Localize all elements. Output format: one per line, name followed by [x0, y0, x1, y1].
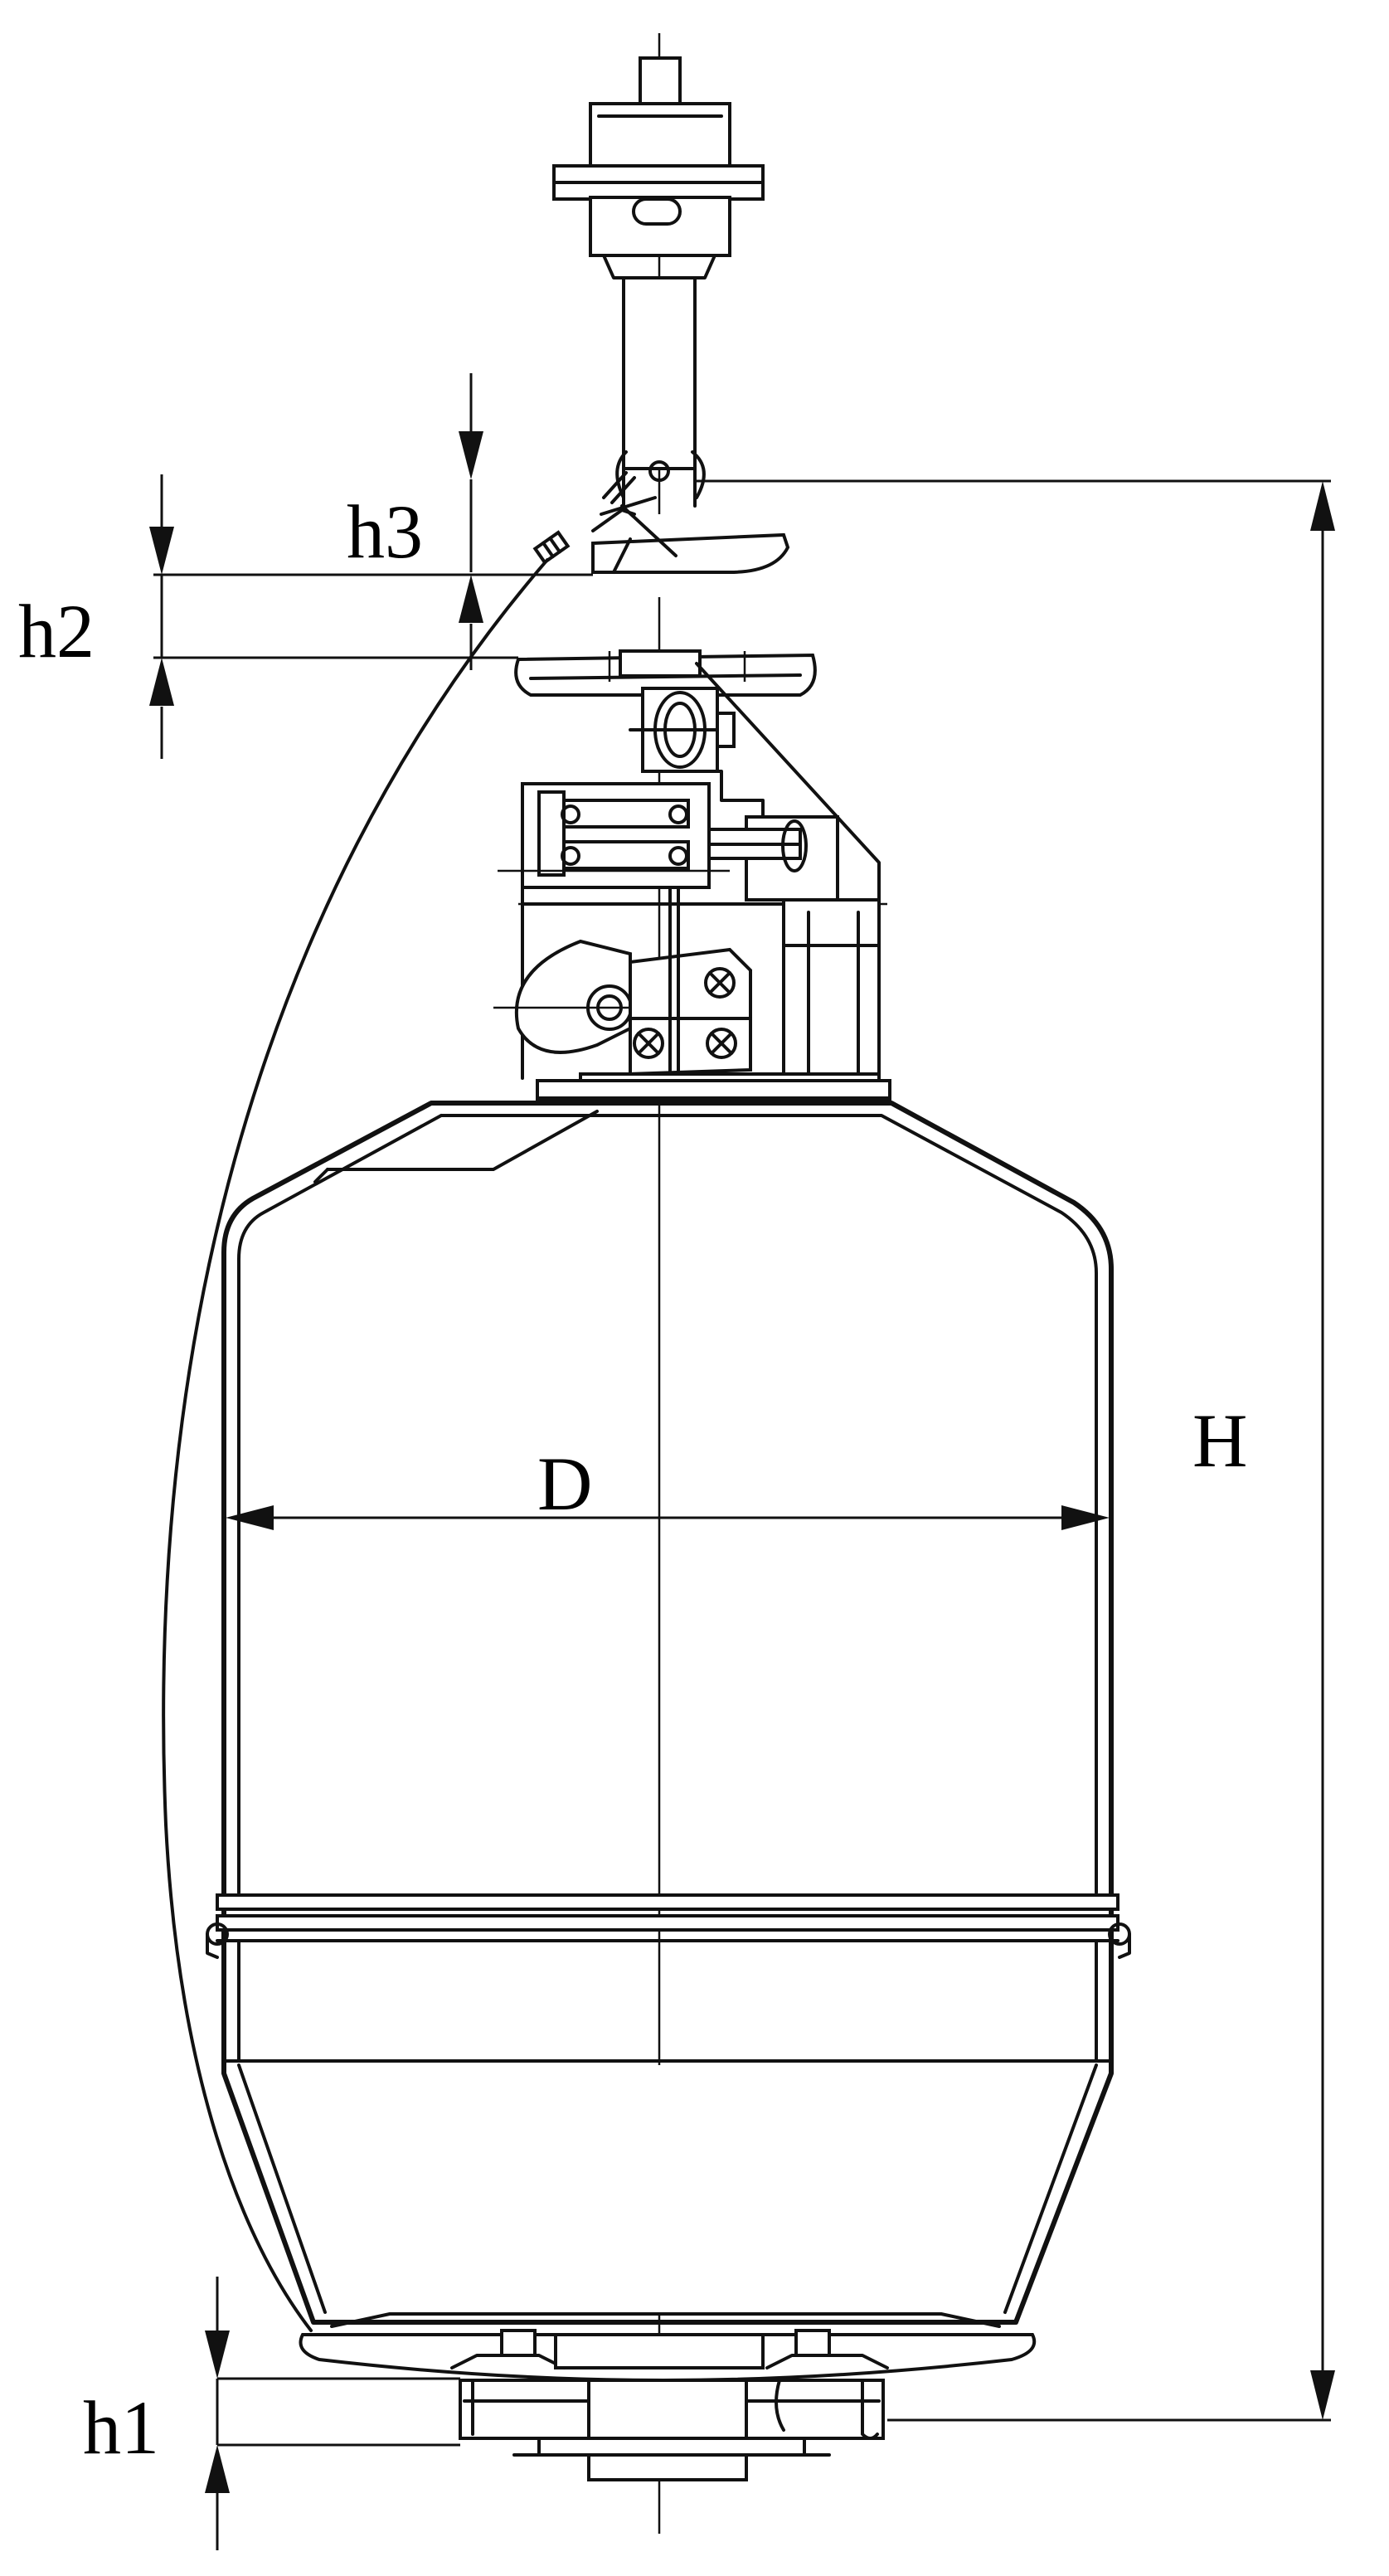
label-D: D [537, 1441, 592, 1526]
upper-linkage [532, 471, 790, 574]
dimension-D [226, 1505, 1110, 1530]
label-h3: h3 [347, 489, 423, 574]
dimension-h1 [205, 2277, 460, 2550]
dimension-h3 [459, 373, 483, 670]
flexible-connector [162, 558, 549, 2332]
dimension-H [697, 479, 1335, 2422]
vessel-body [206, 1101, 1131, 2325]
mechanism-housing [493, 649, 891, 1101]
label-h2: h2 [18, 589, 95, 673]
bottom-terminal [299, 2312, 1037, 2481]
label-H: H [1192, 1398, 1247, 1483]
label-h1: h1 [83, 2385, 159, 2470]
top-rod-assembly [552, 56, 765, 508]
dimension-h2 [149, 474, 593, 759]
